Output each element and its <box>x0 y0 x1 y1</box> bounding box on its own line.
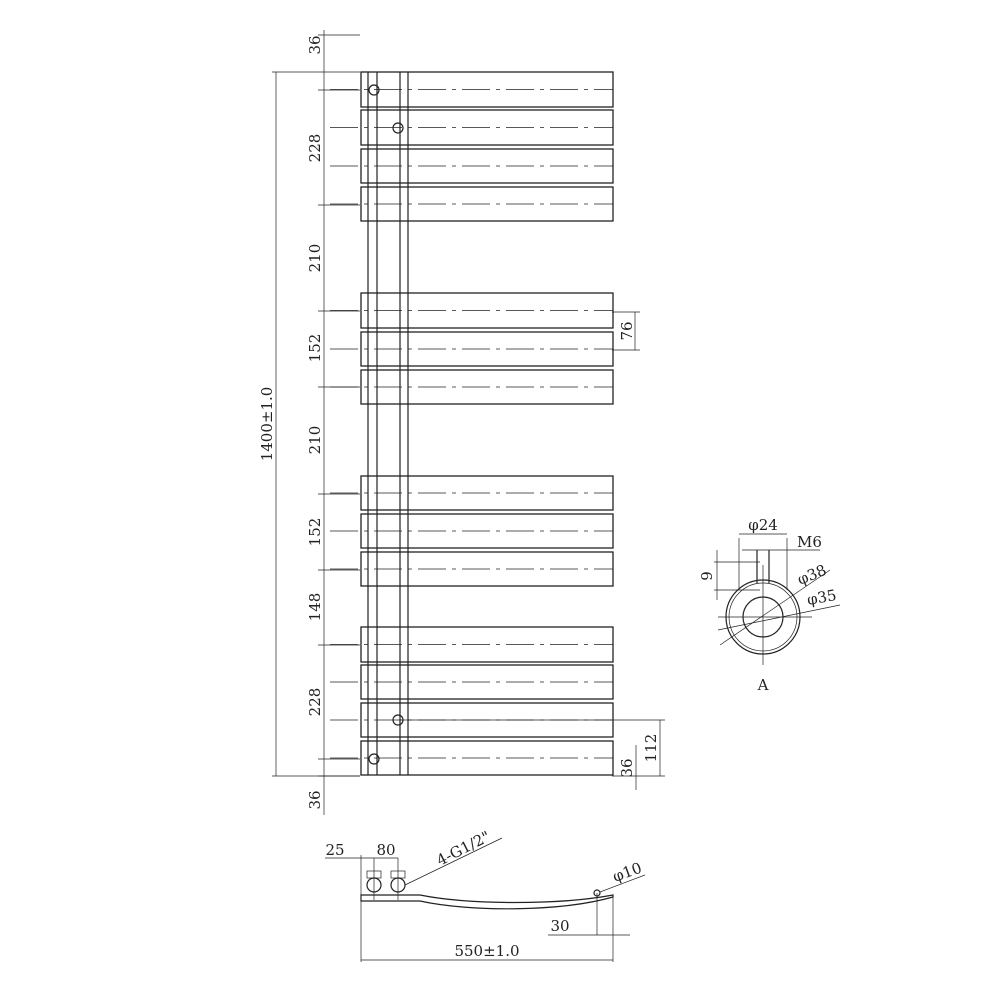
dia-10-label: φ10 <box>610 859 644 886</box>
valve-top-left <box>368 84 380 96</box>
offset-25-label: 25 <box>325 841 344 859</box>
dia-38-label: φ38 <box>795 561 829 589</box>
left-dimension-label: 152 <box>306 518 324 547</box>
spacing-80-label: 80 <box>376 841 395 859</box>
detail-label: A <box>757 676 769 694</box>
detail-a: φ24 M6 9 φ38 φ35 A <box>698 516 841 694</box>
connections-label: 4-G1/2" <box>434 827 494 869</box>
left-dimension-label: 36 <box>306 35 324 54</box>
front-view: 1400±1.0 36 228 210 152 210 152 148 228 36 76 11… <box>258 30 665 815</box>
bar-spacing-label: 76 <box>618 321 636 340</box>
left-dimension-chain: 36 228 210 152 210 152 148 228 36 <box>306 34 360 810</box>
left-dimension-label: 148 <box>306 593 324 622</box>
left-dimension-label: 228 <box>306 688 324 717</box>
height-9-label: 9 <box>698 571 716 581</box>
offset-30-label: 30 <box>550 917 569 935</box>
bottom-offset-label: 36 <box>618 758 636 777</box>
profile <box>360 894 614 910</box>
towel-bars <box>330 71 614 776</box>
dia-24-label: φ24 <box>748 516 778 534</box>
thread-label: M6 <box>797 533 822 551</box>
overall-height-label: 1400±1.0 <box>258 387 276 462</box>
left-dimension-label: 210 <box>306 426 324 455</box>
valve-height-label: 112 <box>642 734 660 763</box>
left-dimension-label: 228 <box>306 134 324 163</box>
dia-35-label: φ35 <box>806 586 838 609</box>
overall-width-label: 550±1.0 <box>454 942 519 960</box>
left-dimension-label: 210 <box>306 244 324 273</box>
left-dimension-label: 36 <box>306 790 324 809</box>
leader-35 <box>717 604 841 631</box>
left-dimension-label: 152 <box>306 334 324 363</box>
valve-bottom-left <box>368 753 380 765</box>
leader-g12 <box>404 837 503 886</box>
leader-10 <box>599 874 646 893</box>
valve-top-right <box>392 122 404 134</box>
leader-38 <box>719 569 831 646</box>
bottom-view: 25 80 4-G1/2" φ10 30 550±1.0 <box>325 827 646 962</box>
